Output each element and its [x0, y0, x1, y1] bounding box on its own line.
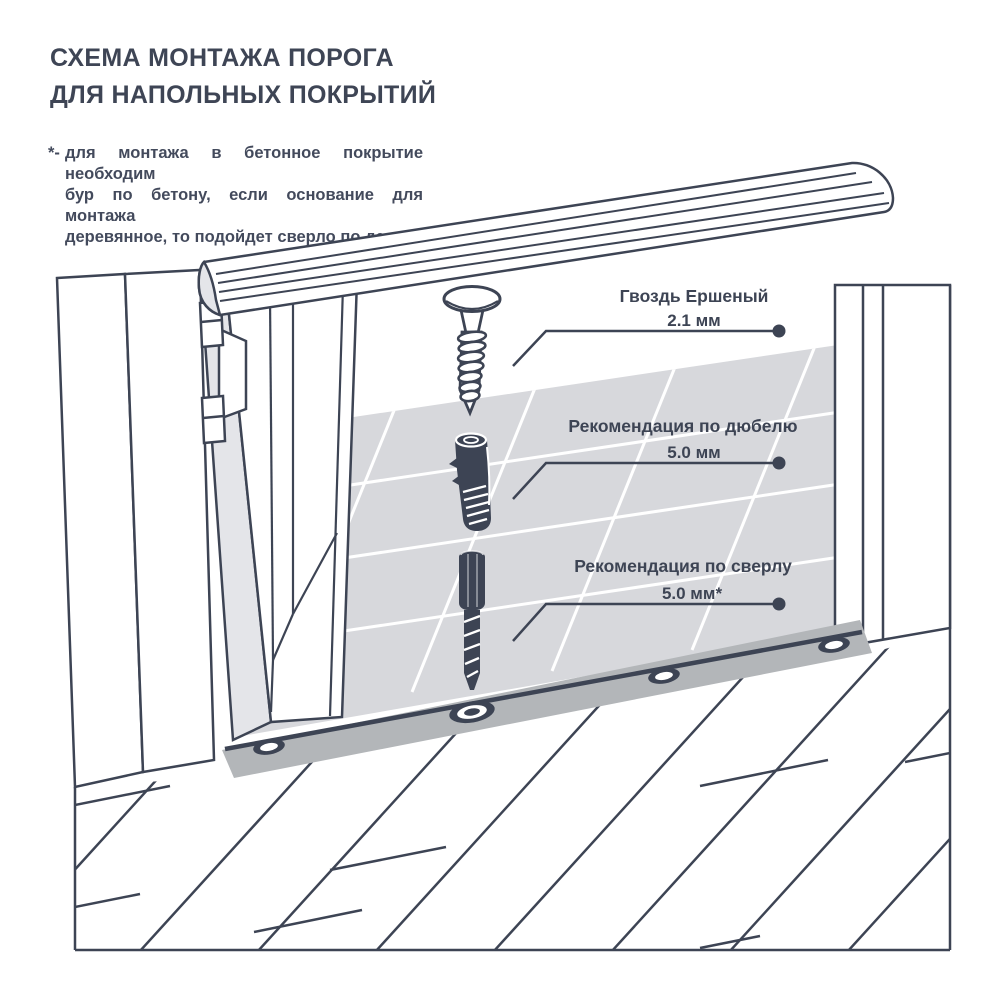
callout-drill-label: Рекомендация по сверлу	[574, 556, 792, 576]
page-title: СХЕМА МОНТАЖА ПОРОГА ДЛЯ НАПОЛЬНЫХ ПОКРЫ…	[50, 40, 436, 114]
callout-line	[512, 329, 776, 367]
callout-drill: Рекомендация по сверлу 5.0 мм*	[512, 556, 792, 642]
dowel-ribs	[462, 484, 490, 526]
door-handle	[217, 327, 248, 421]
callout-line	[512, 602, 776, 642]
door-jamb-right	[833, 283, 952, 650]
callout-drill-value: 5.0 мм*	[662, 584, 723, 603]
barbed-nail-illustration	[442, 285, 502, 417]
callout-dot	[772, 324, 786, 338]
drill-flutes	[463, 614, 481, 679]
footnote-marker: *-	[48, 144, 60, 162]
callout-dot	[772, 456, 786, 470]
door-jamb-left	[55, 268, 216, 789]
threshold-profile	[197, 161, 895, 317]
callout-dowel-label: Рекомендация по дюбелю	[568, 416, 797, 436]
callout-dowel-value: 5.0 мм	[667, 443, 721, 462]
mounting-strip	[222, 620, 872, 778]
threshold-edge-line	[224, 629, 863, 752]
door-leaf	[198, 249, 360, 742]
hinge-icon	[200, 394, 227, 445]
page-title-line2: ДЛЯ НАПОЛЬНЫХ ПОКРЫТИЙ	[50, 81, 437, 109]
callout-nail-value: 2.1 мм	[667, 311, 721, 330]
callout-dowel: Рекомендация по дюбелю 5.0 мм	[512, 416, 798, 500]
callout-nail-label: Гвоздь Ершеный	[620, 286, 769, 306]
page-title-line1: СХЕМА МОНТАЖА ПОРОГА	[50, 44, 394, 72]
screw-hole	[253, 739, 285, 755]
callout-line	[512, 461, 776, 500]
screw-hole	[648, 668, 680, 684]
dowel-illustration	[449, 432, 491, 531]
footnote-line2: бур по бетону, если основание для монтаж…	[65, 186, 423, 225]
callout-dot	[772, 597, 786, 611]
screw-hole	[818, 637, 850, 653]
threshold-end-curl	[197, 259, 222, 317]
screw-hole-drilled	[449, 700, 495, 724]
footnote-line1: для монтажа в бетонное покрытие необходи…	[65, 144, 423, 183]
threshold-ribs	[215, 172, 890, 302]
callout-nail: Гвоздь Ершеный 2.1 мм	[512, 286, 786, 367]
drill-bit-illustration	[459, 550, 485, 690]
door-panel-lines	[268, 252, 346, 717]
